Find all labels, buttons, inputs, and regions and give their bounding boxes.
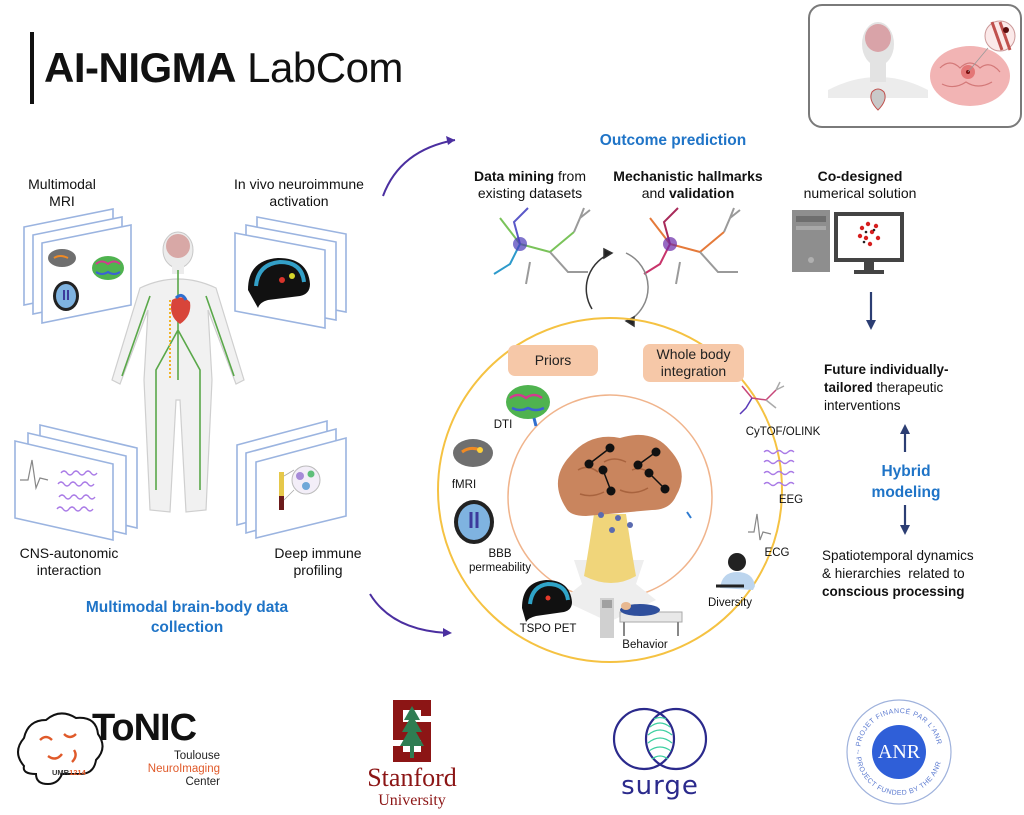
label-data-mining: Data mining from existing datasets	[473, 168, 586, 201]
surge-name: surge	[621, 771, 699, 801]
label-cns-autonomic: CNS-autonomic interaction	[19, 545, 119, 578]
arrow-up-icon	[900, 424, 910, 452]
cns-autonomic-panel-stack	[14, 423, 138, 541]
hybrid-modeling-heading: Hybrid modeling	[871, 463, 941, 501]
label-behavior: Behavior	[622, 639, 668, 651]
stanford-name: Stanford	[367, 763, 457, 792]
integration-circle-artwork	[437, 317, 795, 663]
surge-fingerprint-icon	[612, 707, 708, 771]
label-diversity: Diversity	[707, 597, 753, 609]
arrow-down-to-future-icon	[866, 292, 876, 330]
gray-brain-fmri-icon	[48, 249, 76, 267]
tonic-logo: UMR1214 ToNIC Toulouse NeuroImaging Cent…	[12, 700, 220, 800]
label-eeg: EEG	[778, 494, 804, 506]
tonic-brain-outline-icon	[17, 712, 104, 786]
title-regular: LabCom	[247, 44, 403, 91]
outer-ring	[437, 317, 783, 663]
label-multimodal-mri: Multimodal MRI	[28, 176, 96, 209]
title-bold: AI-NIGMA	[44, 44, 236, 91]
surge-logo: surge	[610, 705, 710, 810]
blood-tube-cells-icon	[279, 465, 321, 510]
stanford-university: University	[378, 792, 446, 809]
arrow-to-integration-icon	[369, 593, 452, 637]
label-co-designed: Co-designed numerical solution	[803, 168, 917, 201]
hybrid-arrows	[900, 424, 910, 535]
title-accent-bar	[30, 32, 34, 104]
tonic-subtitle: Toulouse NeuroImaging Center	[147, 750, 220, 788]
fmri-brain-small-icon	[453, 439, 493, 467]
head-heart-brain-illustration	[828, 20, 1016, 111]
neuron-data-mining-icon	[493, 207, 591, 285]
ecg-trace-icon	[20, 459, 49, 491]
person-silhouette-icon	[828, 22, 928, 111]
anr-logo: - PROJET FINANCÉ PAR L'ANR - PROJECT FUN…	[844, 697, 954, 807]
eeg-waves-icon	[56, 470, 98, 512]
data-collection-artwork	[14, 136, 456, 637]
outcome-artwork	[493, 207, 904, 330]
bbb-axial-scan-icon	[454, 500, 494, 544]
outcome-prediction-heading: Outcome prediction	[599, 132, 747, 149]
computer-workstation-icon	[792, 210, 904, 274]
tonic-umr-label: UMR1214	[52, 768, 86, 777]
label-tspo-pet: TSPO PET	[519, 623, 577, 635]
neuron-mechanistic-icon	[643, 207, 741, 285]
sagittal-pet-scan-icon	[248, 258, 310, 308]
whole-body-integration-pill: Whole body integration	[643, 344, 744, 382]
future-interventions-text: Future individually- tailored therapeuti…	[824, 362, 949, 413]
eeg-waves-small-icon	[763, 449, 795, 487]
tspo-pet-scan-icon	[522, 580, 572, 622]
priors-pill: Priors	[508, 345, 598, 376]
diversity-person-icon	[716, 553, 755, 590]
label-dti: DTI	[493, 419, 513, 431]
tonic-name: ToNIC	[92, 707, 197, 749]
arrow-to-outcome-icon	[382, 136, 456, 197]
label-ecg: ECG	[764, 547, 790, 559]
data-collection-heading: Multimodal brain-body data collection	[85, 599, 289, 636]
stanford-logo: Stanford University	[352, 700, 472, 812]
human-body-nervous-system-icon	[111, 231, 245, 513]
spatiotemporal-dynamics-text: Spatiotemporal dynamics & hierarchies re…	[822, 548, 974, 599]
label-in-vivo-neuroimmune: In vivo neuroimmune activation	[234, 176, 364, 209]
brain-with-vessel-zoom-icon	[930, 20, 1016, 106]
dti-brain-small-icon	[506, 385, 550, 427]
anr-name: ANR	[877, 741, 921, 763]
axial-brain-scan-icon	[53, 281, 79, 311]
cytof-neuron-icon	[739, 381, 785, 415]
label-cytof-olink: CyTOF/OLINK	[745, 426, 821, 438]
icu-bed-behavior-icon	[600, 598, 683, 638]
label-fmri: fMRI	[451, 479, 477, 491]
dti-brain-icon	[92, 256, 124, 280]
anr-seal-icon: - PROJET FINANCÉ PAR L'ANR - PROJECT FUN…	[846, 699, 952, 805]
label-bbb-permeability: BBB permeability	[469, 548, 531, 574]
label-mechanistic-hallmarks: Mechanistic hallmarks and validation	[613, 168, 763, 201]
head-brain-illustration-panel	[808, 4, 1022, 128]
page-title: AI-NIGMA LabCom	[44, 40, 403, 96]
stanford-s-tree-icon	[393, 700, 431, 762]
arrow-down-icon	[900, 505, 910, 535]
label-deep-immune: Deep immune profiling	[274, 545, 362, 578]
ecg-trace-small-icon	[748, 513, 772, 541]
